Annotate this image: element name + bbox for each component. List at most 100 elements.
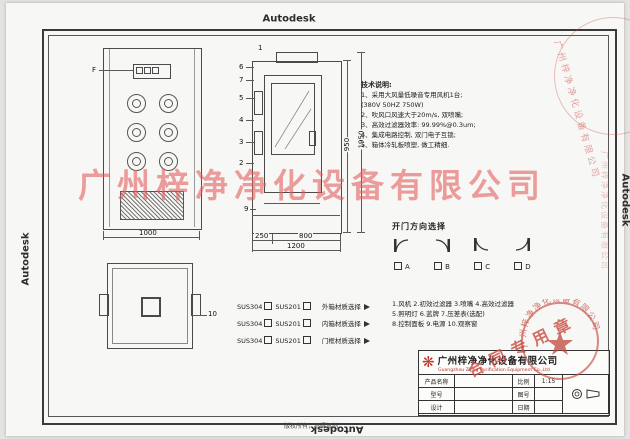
flag-icon	[363, 321, 370, 327]
note-line: 2、吹风口风速大于20m/s, 双喷嘴;	[361, 111, 464, 119]
field-value	[455, 401, 513, 414]
field-label: 比例	[513, 375, 535, 388]
field-value: 1:15	[535, 375, 563, 388]
nozzle-icon	[127, 152, 146, 171]
front-view-inner-edge-left	[109, 49, 110, 227]
checkbox	[474, 262, 483, 270]
company-name-en: Guangzhou Zijing Purification Equipment …	[437, 366, 550, 373]
material-option-label: SUS201	[275, 303, 301, 311]
door-swing-icon	[516, 237, 531, 251]
nozzle-icon	[159, 123, 178, 142]
door-option-letter: B	[445, 263, 450, 271]
checkbox	[264, 302, 273, 310]
door-frame	[264, 75, 322, 193]
material-row-label: 外箱材质选择	[321, 303, 361, 311]
side-dim-h1: 950	[343, 136, 352, 153]
technical-notes: 技术说明: 1、采用大风量低噪音专用风机1台; (380V 50HZ 750W)…	[361, 80, 491, 150]
autodesk-watermark-right: Autodesk	[619, 173, 630, 227]
control-panel-button	[136, 67, 143, 74]
dim-tick	[357, 52, 365, 53]
door-glass	[271, 83, 315, 155]
legend-line: 1.风机 2.初效过滤器 3.喷嘴 4.高效过滤器	[392, 300, 515, 308]
drawing-sheet: Autodesk Autodesk Autodesk Autodesk F 10…	[6, 3, 630, 436]
dim-tick	[272, 234, 273, 244]
field-value	[535, 401, 563, 414]
leader-line	[246, 163, 254, 164]
door-glass-reflection-icon	[274, 90, 312, 150]
leader-line	[246, 98, 254, 99]
checkbox	[434, 262, 443, 270]
field-value	[455, 388, 513, 401]
dim-tick	[199, 231, 200, 240]
field-label: 设计	[419, 401, 455, 414]
callout-number: 5	[239, 94, 244, 102]
field-value	[455, 375, 513, 388]
checkbox	[302, 336, 311, 344]
door-direction-title: 开门方向选择	[392, 222, 446, 231]
door-swing-icon	[394, 239, 409, 253]
top-view-inner	[112, 268, 188, 344]
material-option-label: SUS304	[237, 303, 263, 311]
door-option: A	[392, 236, 427, 273]
top-view-duct	[141, 297, 161, 317]
front-view-inner-edge-right	[194, 49, 195, 227]
field-label: 产品名称	[419, 375, 455, 388]
round-stamp-icon: 广州梓净净化设备有限公司	[518, 299, 600, 380]
leader-line	[250, 209, 256, 210]
field-label: 型号	[419, 388, 455, 401]
door-swing-icon	[436, 239, 451, 253]
door-option-letter: D	[525, 263, 531, 271]
leader-line	[193, 315, 207, 316]
dim-tick	[252, 234, 253, 252]
callout-number: 10	[208, 310, 217, 318]
copyright-note: 版权所有，不得复制	[284, 423, 339, 430]
callout-number: 9	[244, 205, 249, 213]
leader-line	[246, 80, 254, 81]
leader-line	[246, 142, 254, 143]
side-filter-box	[254, 131, 263, 155]
checkbox	[264, 319, 273, 327]
control-panel	[133, 64, 171, 79]
fan-housing	[276, 52, 318, 63]
dim-tick	[103, 231, 104, 240]
top-view-outline	[107, 263, 193, 349]
projection-symbol-cell	[563, 375, 609, 414]
side-filter-box	[254, 91, 263, 115]
field-label: 图号	[513, 388, 535, 401]
checkbox	[394, 262, 402, 270]
top-view-flange-right	[191, 294, 201, 316]
legend-line: 5.照明灯 6.蓝牌 7.压差表(选配)	[392, 310, 485, 318]
company-logo-icon: ❋	[422, 353, 435, 371]
callout-f: F	[92, 66, 97, 74]
door-direction-options: A B C D	[392, 232, 548, 273]
side-dim-a: 250	[254, 232, 270, 240]
callout-number: 4	[239, 116, 244, 124]
legend-line: 8.控制面板 9.电源 10.观察窗	[392, 320, 478, 328]
door-direction-section: 开门方向选择 A B C D	[392, 221, 548, 273]
note-line: 3、高效过滤器效率: 99.99%@0.3um;	[361, 121, 476, 129]
material-row-label: 门框材质选择	[321, 337, 361, 345]
return-air-grille	[120, 191, 184, 220]
door-swing-icon	[474, 237, 489, 251]
material-option-label: SUS304	[237, 320, 263, 328]
dim-tick	[357, 232, 365, 233]
stamp-star-icon	[547, 331, 573, 355]
leader-line	[99, 70, 133, 71]
base-line	[252, 215, 340, 216]
notes-title: 技术说明:	[361, 81, 392, 89]
autodesk-watermark-top: Autodesk	[262, 13, 316, 25]
sheet-outer-border	[42, 29, 617, 425]
door-option: D	[512, 236, 547, 273]
note-line: 1、采用大风量低噪音专用风机1台;	[361, 91, 463, 99]
title-block: ❋ 广州梓净净化设备有限公司 Guangzhou Zijing Purifica…	[418, 350, 610, 416]
door-option: B	[432, 236, 467, 273]
note-line: 5、箱体冷轧板喷塑, 做工精细.	[361, 141, 450, 149]
flag-icon	[363, 338, 370, 344]
leader-line	[246, 67, 254, 68]
door-handle	[309, 131, 316, 146]
nozzle-icon	[159, 94, 178, 113]
side-view-outline	[252, 61, 342, 234]
checkbox	[302, 319, 311, 327]
